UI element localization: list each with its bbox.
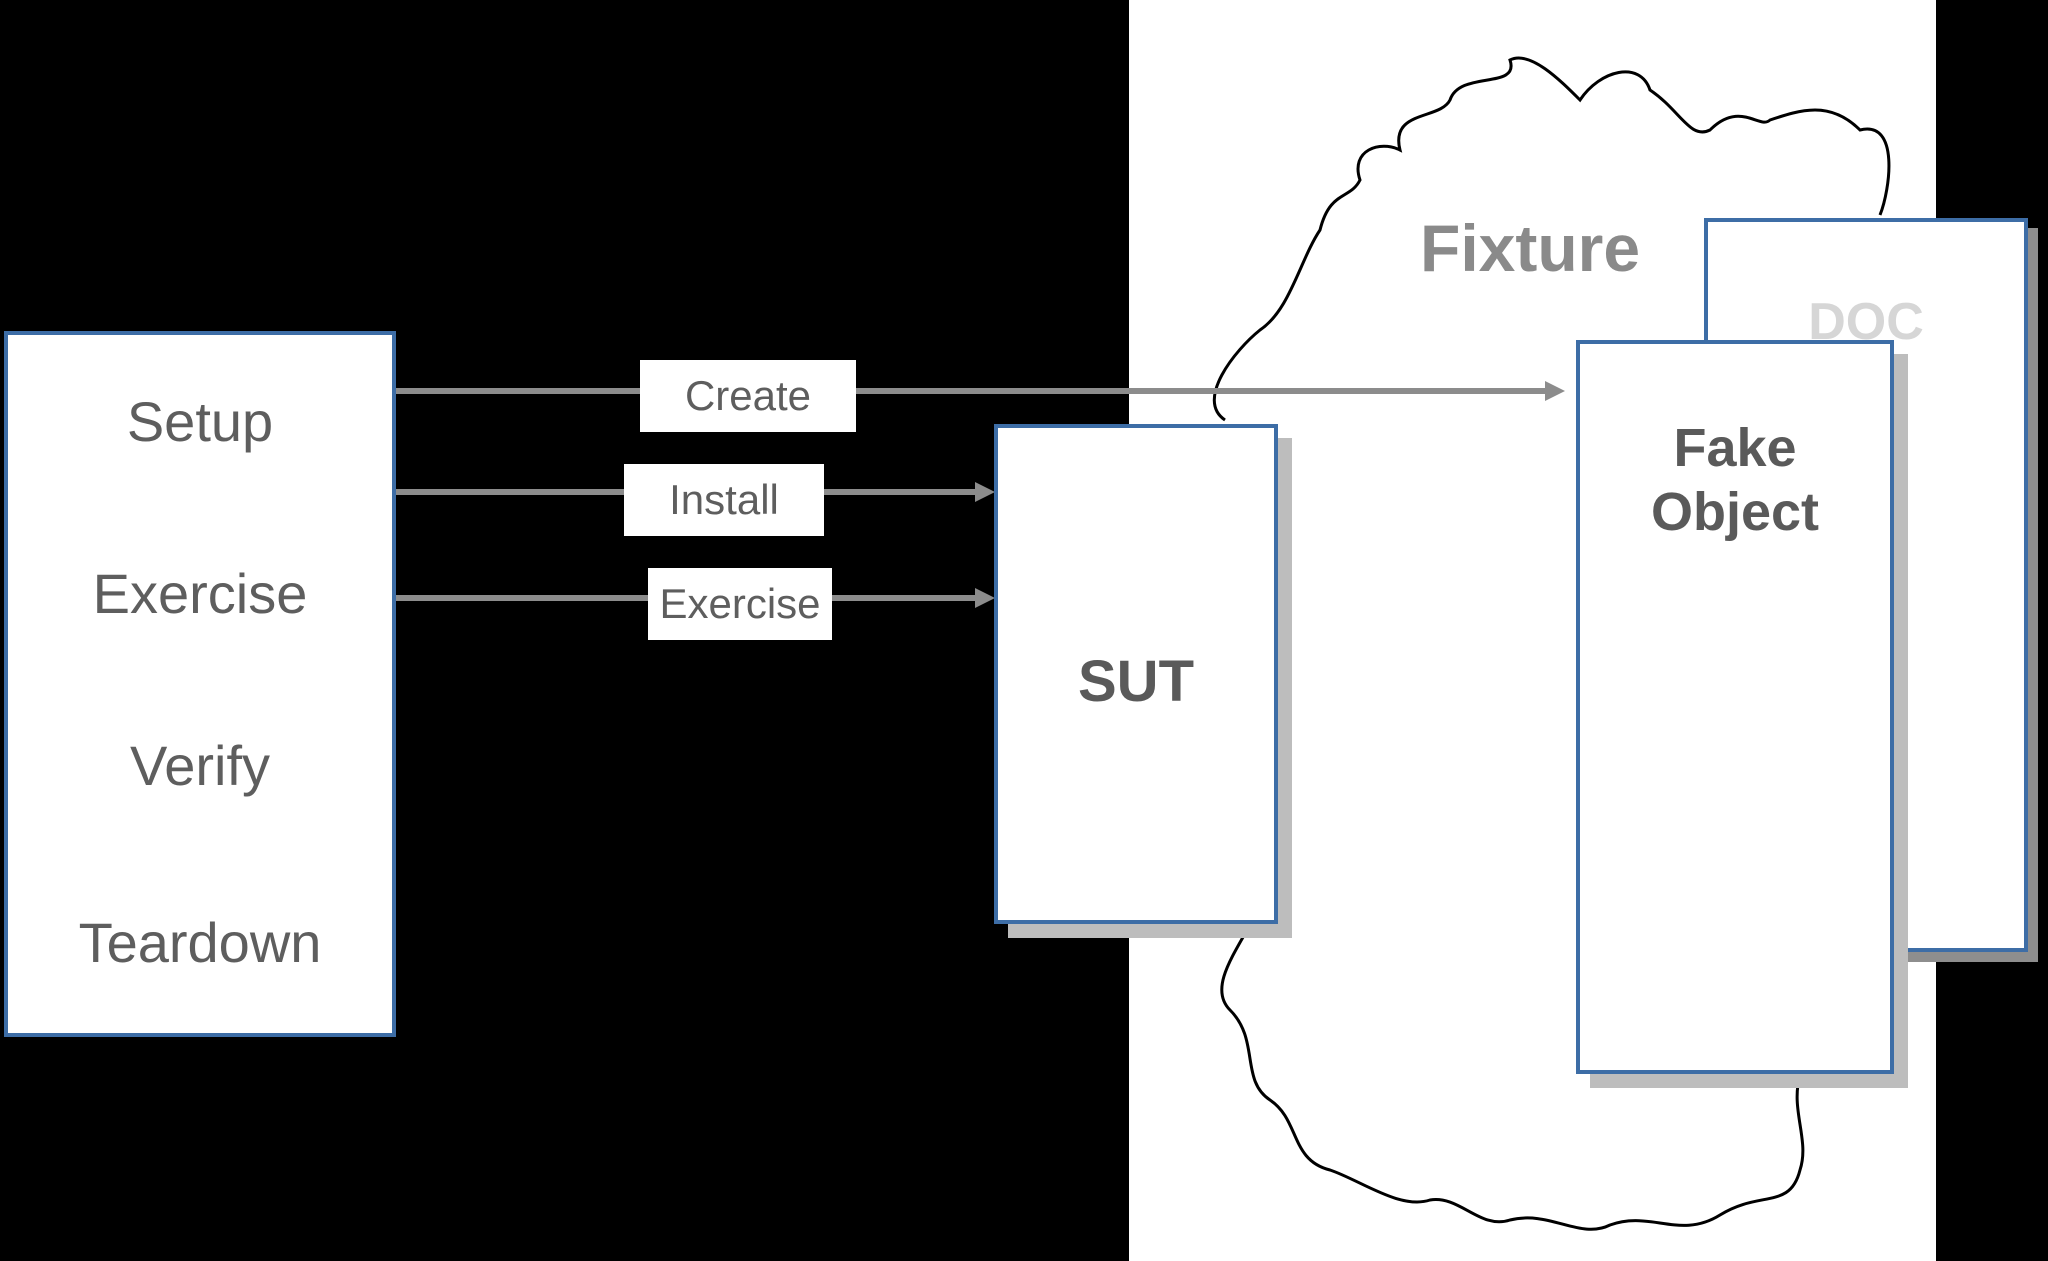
phase-verify: Verify — [4, 679, 396, 855]
fake-object-label-line1: Fake — [1673, 418, 1797, 478]
fixture-label: Fixture — [1420, 211, 1641, 285]
sut-label: SUT — [1078, 649, 1194, 714]
phase-label: Exercise — [92, 561, 308, 625]
phase-teardown: Teardown — [4, 851, 396, 1037]
fake-object-box: Fake Object — [1576, 340, 1894, 1074]
fake-object-label-line2: Object — [1650, 482, 1820, 542]
phase-setup: Setup — [4, 331, 396, 511]
phase-exercise: Exercise — [4, 507, 396, 683]
phase-label: Setup — [126, 389, 274, 453]
fake-object-label: Fake Object — [1580, 416, 1890, 544]
phase-label: Teardown — [78, 910, 322, 974]
create-arrow-label: Create — [640, 360, 856, 432]
phase-label: Verify — [129, 733, 271, 797]
sut-box: SUT — [994, 424, 1278, 924]
install-arrow-label: Install — [624, 464, 824, 536]
exercise-arrow-label: Exercise — [648, 568, 832, 640]
